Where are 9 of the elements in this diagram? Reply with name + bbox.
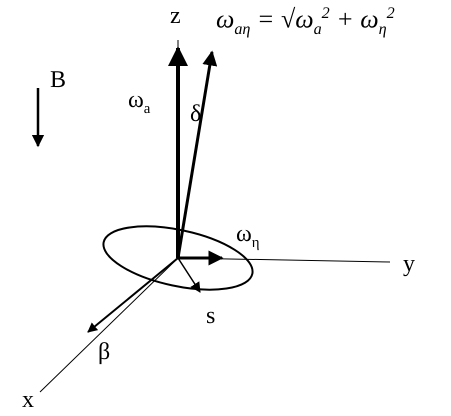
vector-label: ω$_{a}$: [128, 88, 150, 117]
vector-label: β: [98, 340, 110, 364]
vector-label: ω$_{η}$: [236, 222, 260, 251]
axis-label: x: [22, 388, 34, 412]
angle-label: δ: [190, 102, 202, 126]
vector-label: s: [206, 304, 216, 328]
axis-label: z: [170, 4, 181, 28]
axis-label: y: [403, 252, 415, 276]
field-label: B: [50, 68, 66, 92]
